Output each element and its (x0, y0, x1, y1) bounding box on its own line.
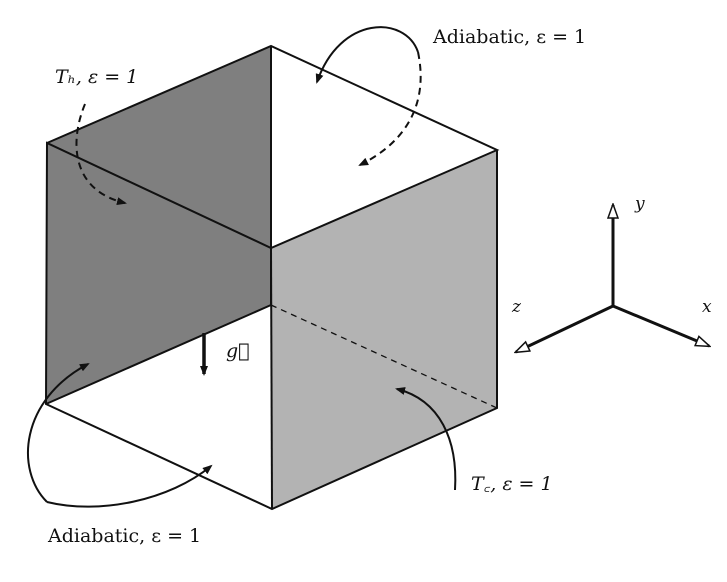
z-axis (516, 304, 614, 352)
hidden-edge (270, 304, 498, 409)
top-adiabatic-dashed-arrow (358, 51, 422, 166)
hot-wall-label: Tₕ, ε = 1 (55, 66, 139, 88)
hot-wall-dashed-arrow (75, 103, 127, 206)
coordinate-axes (516, 205, 709, 352)
cold-wall-label: T꜀, ε = 1 (471, 473, 553, 495)
axis-x-label: x (702, 297, 712, 317)
bottom-adiabatic-arrow-left (27, 363, 90, 503)
top-adiabatic-arrow (315, 26, 419, 84)
hot-wall-face (46, 46, 271, 404)
cold-wall-face (271, 150, 497, 509)
bottom-adiabatic-label: Adiabatic, ε = 1 (48, 525, 202, 547)
x-axis (612, 304, 709, 348)
axis-y-label: y (635, 194, 645, 214)
top-adiabatic-label: Adiabatic, ε = 1 (433, 26, 587, 48)
bottom-adiabatic-arrow-right (46, 464, 213, 508)
axis-z-label: z (512, 297, 521, 317)
cube-edges (44, 44, 500, 511)
cold-wall-arrow (395, 387, 457, 491)
gravity-label: g⃗ (226, 340, 250, 362)
